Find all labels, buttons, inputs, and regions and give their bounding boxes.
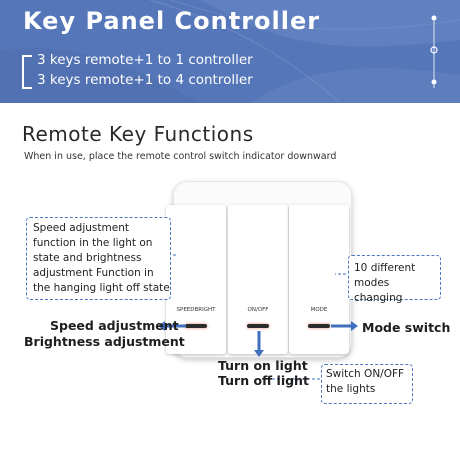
switch-callout: Switch ON/OFF the lights bbox=[321, 364, 413, 404]
bracket-decoration bbox=[22, 55, 32, 89]
header-banner: Key Panel Controller 3 keys remote+1 to … bbox=[0, 0, 460, 103]
page-title: Key Panel Controller bbox=[23, 7, 321, 35]
mode-callout: 10 different modes changing bbox=[348, 255, 441, 304]
wave-decoration bbox=[0, 0, 460, 103]
key-label-onoff: ON/OFF bbox=[247, 307, 269, 313]
arrow-right-icon bbox=[331, 321, 358, 331]
turn-off-label: Turn off light bbox=[218, 373, 309, 388]
section-subtitle: When in use, place the remote control sw… bbox=[24, 151, 337, 162]
key-label-speedbright: SPEEDBRIGHT bbox=[176, 307, 216, 313]
spec-line-2: 3 keys remote+1 to 4 controller bbox=[37, 72, 253, 88]
brightness-adjustment-label: Brightness adjustment bbox=[24, 334, 185, 349]
on-off-key[interactable] bbox=[228, 205, 288, 354]
key-label-mode: MODE bbox=[310, 307, 328, 313]
spec-line-1: 3 keys remote+1 to 1 controller bbox=[37, 52, 253, 68]
speed-adjustment-label: Speed adjustment bbox=[50, 318, 179, 333]
section-title: Remote Key Functions bbox=[22, 122, 254, 146]
indicator-light bbox=[308, 324, 330, 328]
speed-callout: Speed adjustment function in the light o… bbox=[26, 217, 171, 300]
indicator-light bbox=[247, 324, 269, 328]
mode-switch-label: Mode switch bbox=[362, 320, 451, 335]
mode-key[interactable] bbox=[289, 205, 349, 354]
speed-bright-key[interactable] bbox=[166, 205, 226, 354]
arrow-left-icon bbox=[158, 321, 186, 331]
arrow-down-icon bbox=[254, 331, 264, 357]
turn-on-label: Turn on light bbox=[218, 358, 308, 373]
indicator-light bbox=[185, 324, 207, 328]
vertical-dots-icon bbox=[430, 15, 438, 88]
